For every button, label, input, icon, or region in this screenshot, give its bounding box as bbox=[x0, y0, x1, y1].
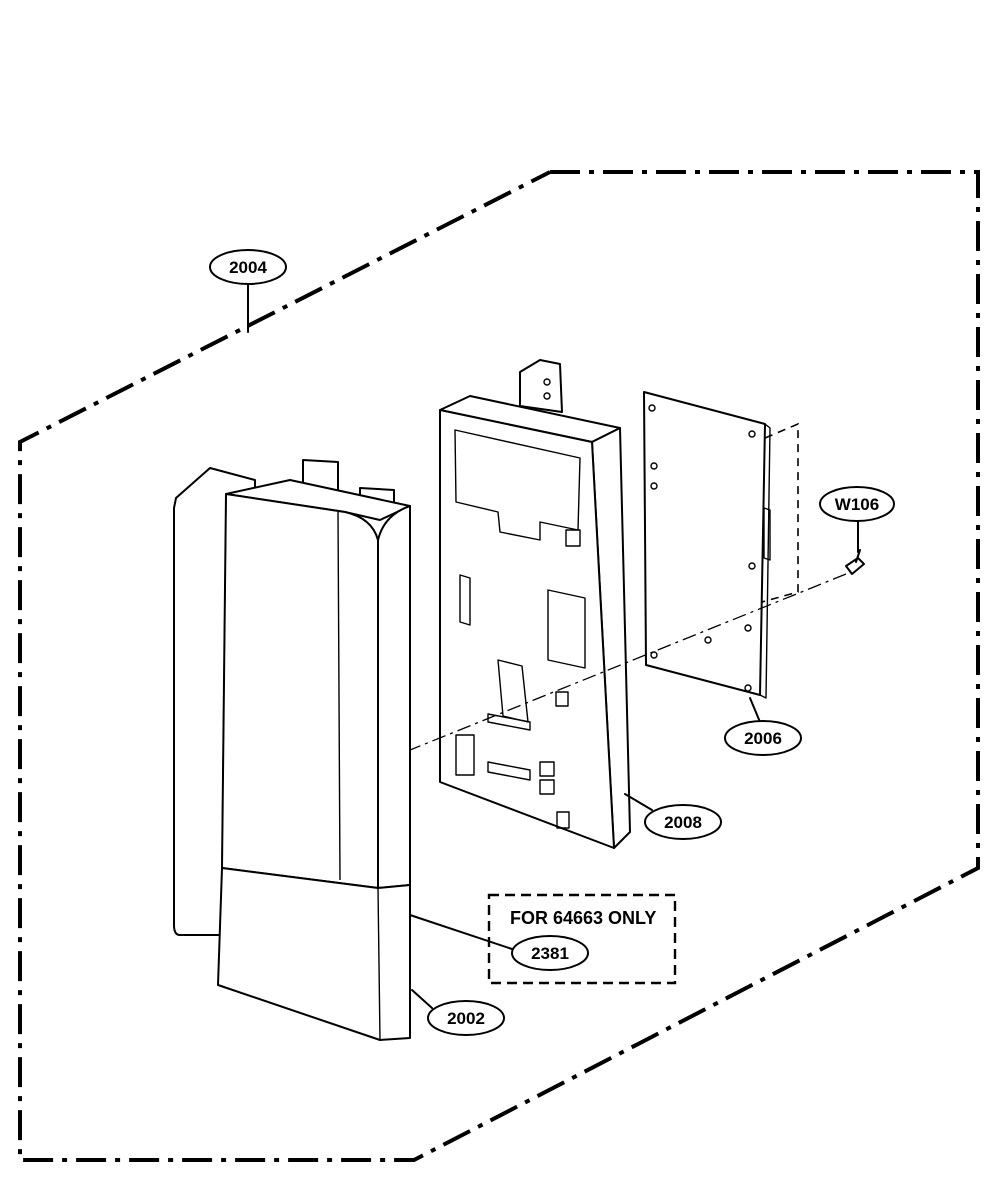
callout-2002: 2002 bbox=[427, 1000, 505, 1036]
callout-2004-label: 2004 bbox=[229, 258, 267, 277]
callout-w106: W106 bbox=[819, 486, 895, 522]
note-text: FOR 64663 ONLY bbox=[510, 908, 656, 928]
callout-2002-label: 2002 bbox=[447, 1009, 485, 1028]
callout-2006: 2006 bbox=[724, 720, 802, 756]
front-cover-part bbox=[173, 459, 411, 1041]
callout-2381: 2381 bbox=[511, 935, 589, 971]
assembly-boundary bbox=[18, 170, 980, 1162]
callout-2008: 2008 bbox=[644, 804, 722, 840]
callout-2004: 2004 bbox=[209, 249, 287, 285]
callout-2008-label: 2008 bbox=[664, 813, 702, 832]
leader-lines bbox=[247, 283, 859, 1009]
callout-2381-label: 2381 bbox=[531, 944, 569, 963]
circuit-board-part bbox=[643, 391, 799, 699]
callout-w106-label: W106 bbox=[835, 495, 879, 514]
screw-part bbox=[845, 549, 865, 575]
control-frame-part bbox=[439, 359, 631, 849]
callout-2006-label: 2006 bbox=[744, 729, 782, 748]
note-box bbox=[487, 893, 677, 985]
